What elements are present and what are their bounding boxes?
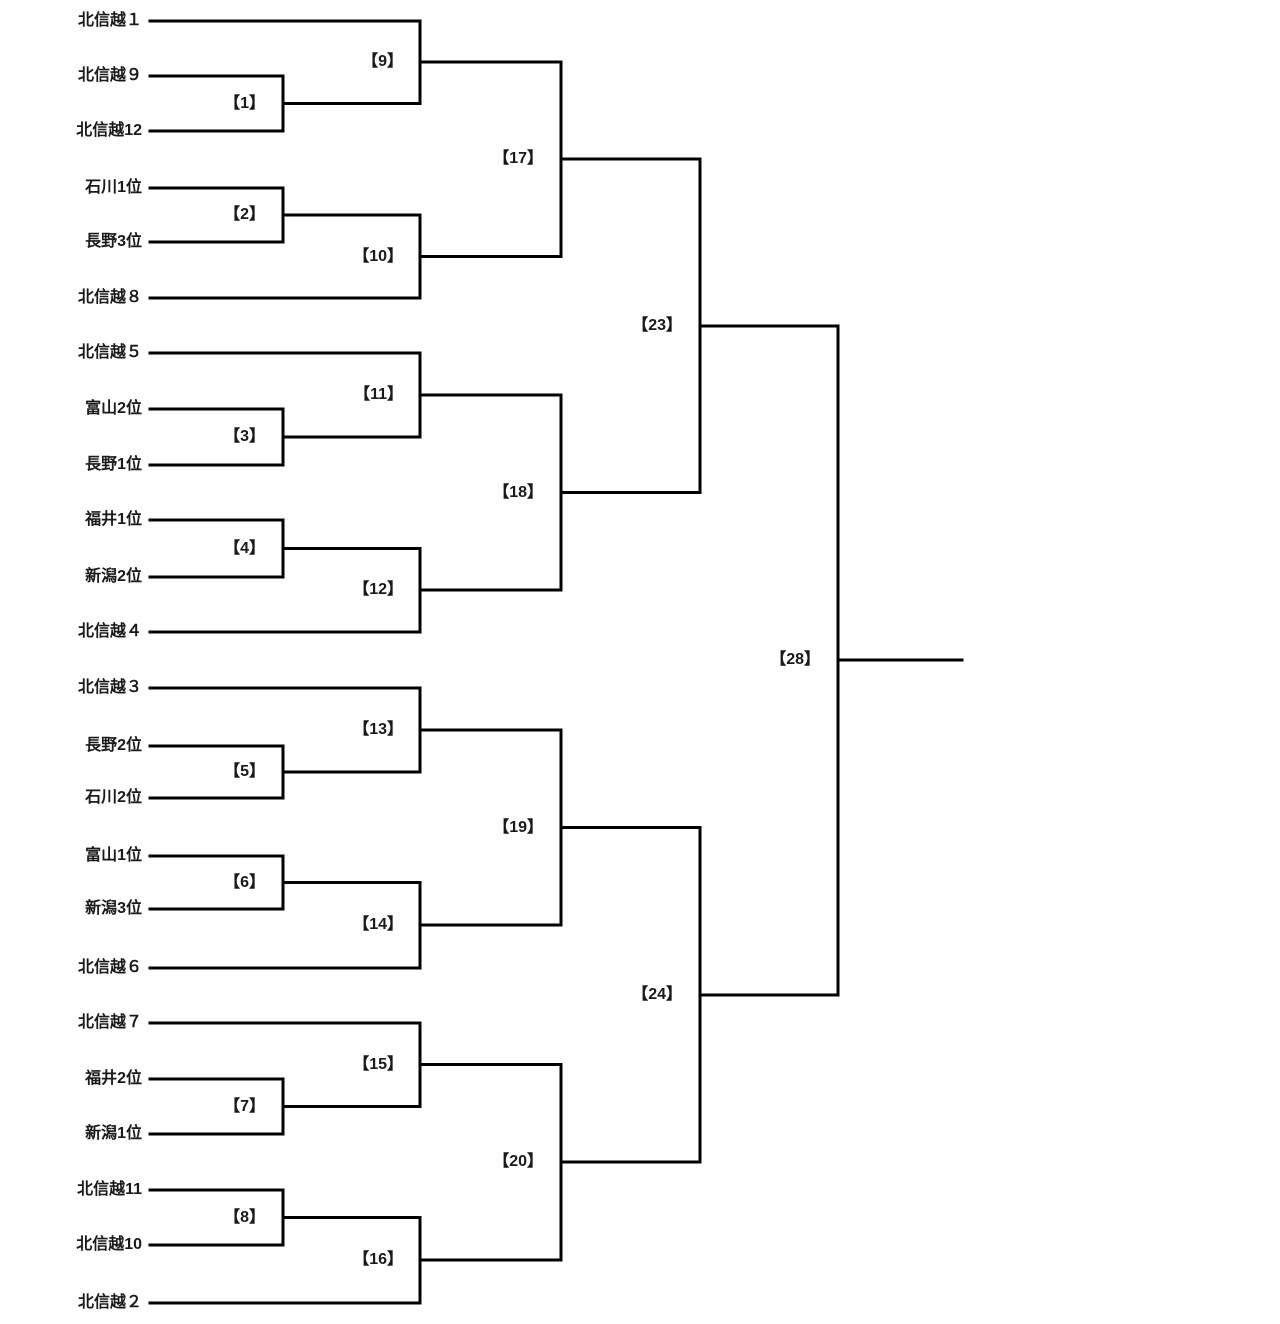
match-connector-15 [418,1021,563,1108]
match-label: 【19】 [493,818,543,836]
team-label: 北信越10 [76,1236,142,1253]
team-label: 新潟1位 [85,1125,142,1142]
team-label: 北信越11 [77,1181,142,1198]
match-connector-9 [418,19,563,105]
team-label: 富山2位 [85,400,142,417]
team-label: 北信越４ [77,623,142,640]
match-connector-12 [418,547,563,634]
team-label: 石川2位 [85,789,142,806]
match-label: 【10】 [353,247,403,265]
match-label: 【16】 [353,1251,403,1268]
team-label: 新潟3位 [85,900,142,917]
team-label: 北信越２ [77,1294,142,1311]
match-connector-10 [418,213,563,300]
team-label: 北信越７ [77,1014,142,1031]
match-label: 【28】 [770,651,820,668]
team-label: 石川1位 [85,179,142,196]
match-connector-18 [559,393,702,592]
team-label: 北信越５ [77,344,142,361]
team-label: 北信越３ [77,679,142,696]
team-label: 長野2位 [85,737,142,754]
team-label: 長野1位 [85,456,142,473]
match-connector-1 [281,74,422,133]
match-connector-11 [418,351,563,439]
team-label: 北信越８ [77,289,142,306]
match-label: 【8】 [224,1208,265,1226]
match-connector-13 [418,686,563,774]
team-label: 福井2位 [85,1070,142,1087]
match-connector-24 [698,826,840,1164]
match-label: 【9】 [362,53,403,70]
match-label: 【18】 [493,483,543,501]
match-connector-23 [698,157,840,494]
match-connector-20 [559,1063,702,1262]
match-label: 【17】 [493,150,543,167]
match-connector-5 [281,744,422,800]
match-label: 【4】 [224,539,265,557]
match-connector-2 [281,186,422,244]
match-label: 【3】 [224,428,265,445]
team-label: 北信越６ [77,959,142,976]
team-label: 富山1位 [85,847,142,864]
match-connector-4 [281,518,422,579]
match-label: 【13】 [353,721,403,738]
match-label: 【20】 [493,1153,543,1170]
match-connector-8 [281,1188,422,1247]
match-label: 【5】 [224,763,265,780]
team-label: 北信越12 [76,122,142,139]
match-label: 【15】 [353,1055,403,1073]
match-connector-3 [281,407,422,467]
match-label: 【11】 [354,386,403,403]
match-label: 【14】 [353,916,403,933]
match-label: 【23】 [632,317,682,334]
match-connector-7 [281,1077,422,1136]
match-connector-17 [559,60,702,258]
match-connector-28 [836,324,964,997]
team-label: 長野3位 [85,233,142,250]
match-label: 【2】 [224,206,265,223]
team-label: 新潟2位 [85,568,142,585]
match-label: 【24】 [632,986,682,1003]
match-connector-6 [281,854,422,911]
match-label: 【12】 [353,581,403,598]
match-label: 【6】 [224,873,265,891]
match-connector-19 [559,728,702,927]
match-connector-16 [418,1216,563,1305]
team-label: 福井1位 [85,511,142,528]
match-connector-14 [418,881,563,970]
match-label: 【1】 [224,94,265,112]
match-label: 【7】 [224,1097,265,1115]
team-label: 北信越９ [77,67,142,84]
team-label: 北信越１ [77,12,142,29]
